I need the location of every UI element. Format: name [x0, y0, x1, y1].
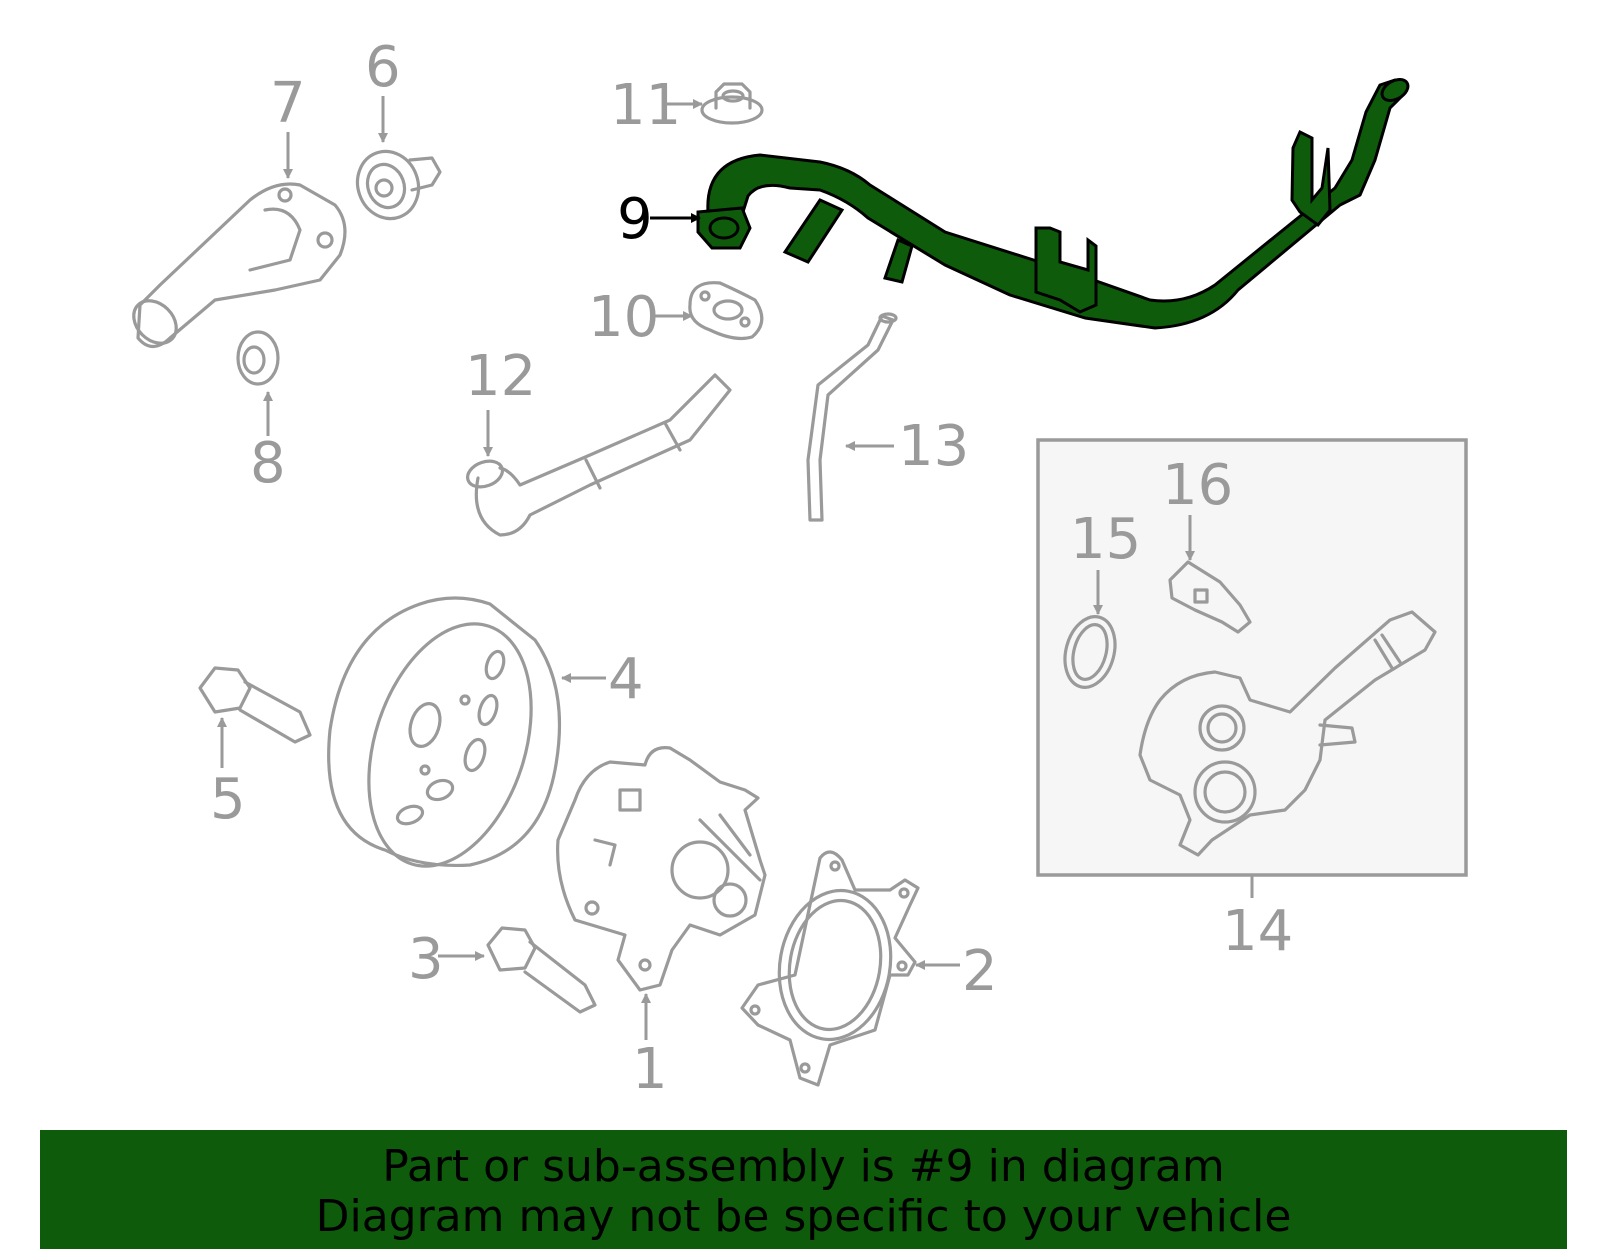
part-15-o-ring[interactable] — [1058, 611, 1123, 693]
part-2-gasket[interactable] — [740, 850, 920, 1087]
part-6-thermostat[interactable] — [348, 143, 442, 227]
banner-line-2: Diagram may not be specific to your vehi… — [315, 1191, 1292, 1242]
callout-7: 7 — [270, 71, 306, 136]
part-10-gasket[interactable] — [688, 281, 764, 341]
part-8-nut[interactable] — [236, 330, 280, 386]
callout-14: 14 — [1222, 899, 1293, 964]
callout-16: 16 — [1162, 453, 1233, 518]
info-banner: Part or sub-assembly is #9 in diagram Di… — [40, 1130, 1567, 1249]
callout-10: 10 — [588, 285, 659, 350]
part-12-hose[interactable] — [464, 373, 732, 537]
callout-15: 15 — [1070, 507, 1141, 572]
part-14-thermostat-assembly-box[interactable] — [1036, 438, 1468, 877]
part-16-sensor[interactable] — [1168, 560, 1252, 634]
callout-9: 9 — [617, 187, 653, 252]
callout-6: 6 — [365, 35, 401, 100]
callout-1: 1 — [632, 1037, 668, 1102]
part-7-outlet-housing[interactable] — [125, 182, 347, 352]
callout-8: 8 — [250, 431, 286, 496]
callout-13: 13 — [898, 414, 969, 479]
part-1-water-pump[interactable] — [556, 746, 767, 992]
callout-12: 12 — [465, 344, 536, 409]
part-9-water-pipe[interactable] — [696, 75, 1412, 330]
callout-5: 5 — [210, 767, 246, 832]
part-5-bolt[interactable] — [198, 666, 312, 744]
part-13-hose[interactable] — [806, 312, 898, 522]
part-11-nut[interactable] — [700, 82, 764, 125]
part-3-bolt[interactable] — [486, 926, 597, 1014]
callout-3: 3 — [408, 927, 444, 992]
callout-4: 4 — [608, 647, 644, 712]
part-4-pulley[interactable] — [327, 596, 562, 887]
banner-line-1: Part or sub-assembly is #9 in diagram — [382, 1141, 1225, 1192]
callout-2: 2 — [962, 939, 998, 1004]
